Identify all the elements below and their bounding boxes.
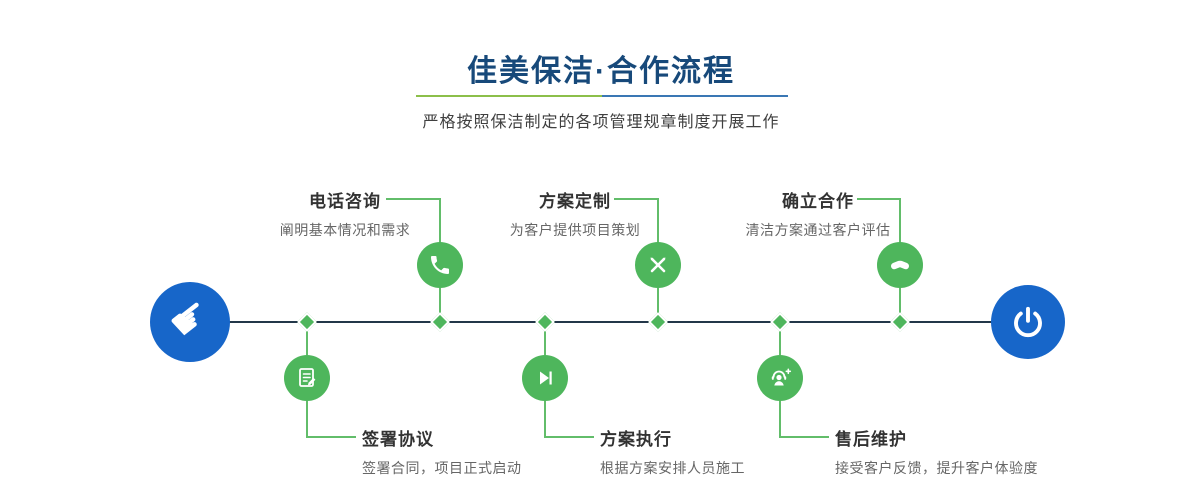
step-desc: 清洁方案通过客户评估 [745,222,891,238]
step-label: 售后维护 接受客户反馈，提升客户体验度 [835,425,1165,478]
connector-line [779,323,781,355]
step-title: 售后维护 [835,430,907,449]
step-title: 方案执行 [600,430,672,449]
connector-line [544,436,594,438]
step-desc: 接受客户反馈，提升客户体验度 [835,460,1038,476]
connector-line [899,288,901,321]
step-icon-circle [284,355,330,401]
connector-line [544,323,546,355]
customer-service-icon [771,368,792,386]
step-icon-circle [522,355,568,401]
connector-line [657,288,659,321]
step-icon-circle [417,242,463,288]
step-label: 方案定制 为客户提供项目策划 [460,187,690,240]
step-icon-circle [877,242,923,288]
connector-line [439,198,441,244]
connector-line [306,436,356,438]
connector-line [386,198,441,200]
connector-line [657,198,659,244]
step-desc: 为客户提供项目策划 [509,222,641,238]
power-icon [1014,306,1042,338]
timeline-end-node [991,285,1065,359]
connector-line [544,401,546,438]
connector-line [779,436,829,438]
step-desc: 根据方案安排人员施工 [600,460,745,476]
connector-line [899,198,901,244]
step-icon-circle [635,242,681,288]
play-next-icon [540,371,552,385]
design-tools-icon [650,257,666,273]
timeline-node-diamond [430,312,450,332]
step-icon-circle [757,355,803,401]
phone-icon [431,256,449,274]
connector-line [306,323,308,355]
timeline-node-diamond [648,312,668,332]
step-title: 电话咨询 [309,192,381,211]
connector-line [857,198,901,200]
contract-icon [299,368,316,387]
page-title: 佳美保洁·合作流程 [467,55,735,88]
timeline-node-diamond [297,312,317,332]
step-label: 确立合作 清洁方案通过客户评估 [703,187,933,240]
title-divider [416,95,788,97]
connector-line [614,198,659,200]
step-title: 方案定制 [539,192,611,211]
step-label: 签署协议 签署合同，项目正式启动 [362,425,692,478]
timeline-node-diamond [535,312,555,332]
connector-line [306,401,308,438]
connector-line [439,288,441,321]
timeline-node-diamond [890,312,910,332]
page-subtitle: 严格按照保洁制定的各项管理规章制度开展工作 [422,114,780,131]
connector-line [779,401,781,438]
timeline-start-node: ☛ [150,282,230,362]
timeline-line [190,321,1028,323]
hand-pointer-icon: ☛ [159,287,221,351]
timeline-node-diamond [770,312,790,332]
step-desc: 签署合同，项目正式启动 [362,460,522,476]
step-title: 确立合作 [782,192,854,211]
step-label: 电话咨询 阐明基本情况和需求 [230,187,460,240]
handshake-icon [890,260,910,270]
step-title: 签署协议 [362,430,434,449]
step-desc: 阐明基本情况和需求 [279,222,411,238]
step-label: 方案执行 根据方案安排人员施工 [600,425,930,478]
